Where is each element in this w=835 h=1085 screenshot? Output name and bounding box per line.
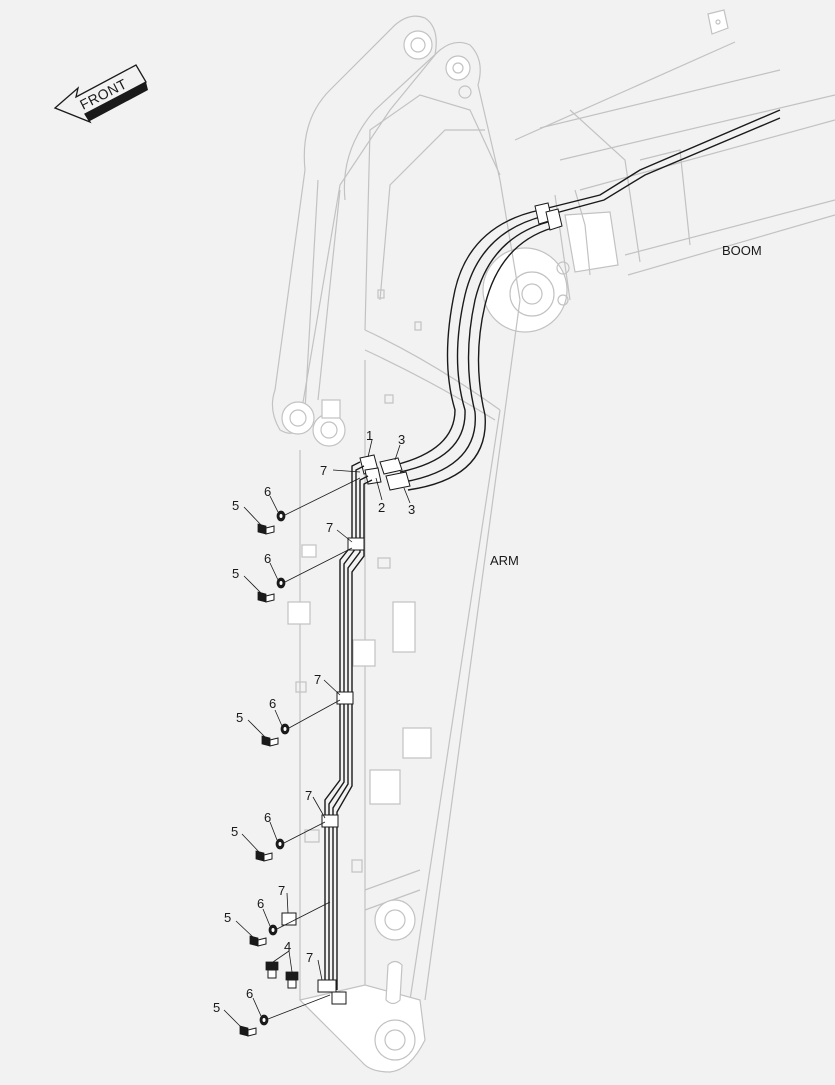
callout-3-upper: 3 (398, 432, 405, 447)
plug-4-a (265, 961, 279, 979)
callout-4: 4 (284, 939, 291, 954)
boom-structure (482, 9, 835, 333)
callout-6-f: 6 (246, 986, 253, 1001)
callout-6-d: 6 (264, 810, 271, 825)
callout-7-f: 7 (306, 950, 313, 965)
arm-structure (271, 15, 521, 1073)
boom-fitting-lower (545, 208, 563, 231)
callout-7-c: 7 (314, 672, 321, 687)
callout-6-a: 6 (264, 484, 271, 499)
clamp-7-c (336, 691, 354, 705)
clamp-7-d (321, 814, 339, 828)
fitting-3-lower (385, 471, 411, 491)
boom-pivot-boss (482, 247, 568, 333)
boom-clamp-block (564, 211, 619, 273)
hydraulic-hose-assembly (265, 109, 781, 1005)
callout-leaders (223, 439, 411, 1029)
boom-bracket (707, 9, 729, 35)
callout-6-b: 6 (264, 551, 271, 566)
fitting-2 (364, 467, 382, 485)
callout-numbers: 1 2 3 3 4 5 5 5 5 5 5 6 6 6 6 6 6 7 7 7 … (213, 428, 415, 1015)
callout-5-c: 5 (236, 710, 243, 725)
callout-6-e: 6 (257, 896, 264, 911)
callout-7-d: 7 (305, 788, 312, 803)
plug-4-b (285, 971, 299, 989)
callout-7-b: 7 (326, 520, 333, 535)
boom-label: BOOM (722, 243, 762, 258)
callout-3-lower: 3 (408, 502, 415, 517)
callout-5-d: 5 (231, 824, 238, 839)
arm-label: ARM (490, 553, 519, 568)
fasteners (239, 477, 361, 1037)
clamp-7-b (347, 537, 365, 551)
clamp-7-f (317, 979, 337, 993)
callout-6-c: 6 (269, 696, 276, 711)
callout-5-b: 5 (232, 566, 239, 581)
callout-1: 1 (366, 428, 373, 443)
callout-7-e: 7 (278, 883, 285, 898)
callout-7-a: 7 (320, 463, 327, 478)
arm-terminal-block (392, 601, 416, 653)
front-direction-arrow: FRONT (53, 64, 148, 124)
callout-5-e: 5 (224, 910, 231, 925)
callout-5-a: 5 (232, 498, 239, 513)
fitting-3-upper (379, 457, 403, 475)
end-fitting (331, 991, 347, 1005)
callout-2: 2 (378, 500, 385, 515)
callout-5-f: 5 (213, 1000, 220, 1015)
